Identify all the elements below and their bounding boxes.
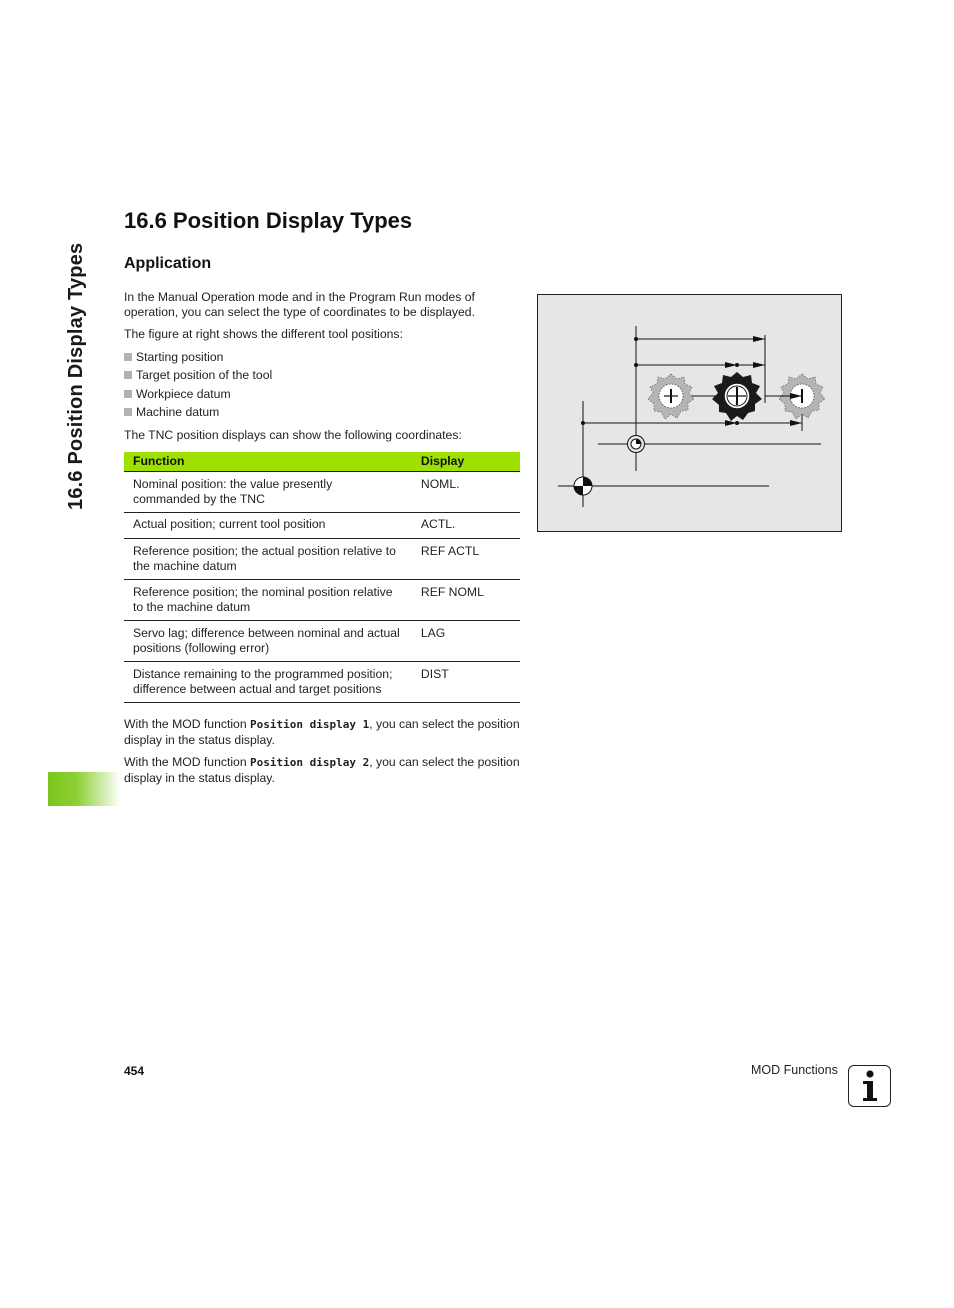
- table-row: Reference position; the actual position …: [124, 538, 520, 580]
- table-row: Distance remaining to the programmed pos…: [124, 661, 520, 703]
- mod-note-1: With the MOD function Position display 1…: [124, 717, 520, 747]
- side-tab-title: 16.6 Position Display Types: [65, 242, 87, 510]
- page-number: 454: [124, 1064, 145, 1078]
- bullet-square-icon: [124, 408, 132, 417]
- display-cell: LAG: [410, 620, 520, 662]
- mod-note-2: With the MOD function Position display 2…: [124, 755, 520, 785]
- intro-paragraph: In the Manual Operation mode and in the …: [124, 290, 475, 319]
- function-cell: Distance remaining to the programmed pos…: [124, 661, 411, 703]
- machine-datum-icon: [573, 476, 593, 496]
- column-header-display: Display: [410, 452, 520, 472]
- list-item: Machine datum: [124, 405, 520, 420]
- actual-position-tool-icon: [712, 372, 762, 421]
- display-cell: REF ACTL: [410, 538, 520, 580]
- chapter-name: MOD Functions: [751, 1063, 838, 1077]
- table-row: Actual position; current tool position A…: [124, 512, 520, 539]
- function-cell: Servo lag; difference between nominal an…: [124, 620, 411, 662]
- bullet-square-icon: [124, 371, 132, 380]
- function-cell: Reference position; the nominal position…: [124, 579, 411, 621]
- table-header-row: Function Display: [124, 452, 520, 472]
- workpiece-datum-icon: [627, 435, 645, 453]
- tool-positions-list: Starting position Target position of the…: [124, 350, 520, 420]
- mod-notes: With the MOD function Position display 1…: [124, 717, 520, 785]
- bullet-square-icon: [124, 352, 132, 361]
- starting-position-tool-icon: [647, 373, 695, 420]
- info-icon: [848, 1065, 891, 1107]
- table-row: Reference position; the nominal position…: [124, 579, 520, 621]
- mod-function-code: Position display 1: [249, 718, 370, 731]
- function-cell: Actual position; current tool position: [124, 512, 411, 539]
- list-item: Target position of the tool: [124, 368, 520, 383]
- list-item: Workpiece datum: [124, 387, 520, 402]
- function-cell: Reference position; the actual position …: [124, 538, 411, 580]
- figure-reference-paragraph: The figure at right shows the different …: [124, 327, 403, 341]
- display-cell: REF NOML: [410, 579, 520, 621]
- bullet-square-icon: [124, 389, 132, 398]
- list-item: Starting position: [124, 350, 520, 365]
- mod-function-code: Position display 2: [249, 756, 370, 769]
- section-title: 16.6 Position Display Types: [124, 208, 413, 233]
- table-row: Nominal position: the value presently co…: [124, 471, 520, 513]
- body-content: In the Manual Operation mode and in the …: [124, 290, 520, 793]
- position-display-table: Function Display Nominal position: the v…: [124, 452, 520, 703]
- subsection-heading: Application: [124, 255, 212, 272]
- table-intro-paragraph: The TNC position displays can show the f…: [124, 427, 462, 442]
- column-header-function: Function: [124, 452, 411, 472]
- display-cell: DIST: [410, 661, 520, 703]
- table-row: Servo lag; difference between nominal an…: [124, 620, 520, 662]
- tool-positions-figure: [537, 294, 842, 532]
- display-cell: NOML.: [410, 471, 520, 513]
- function-cell: Nominal position: the value presently co…: [124, 471, 411, 513]
- side-tab-marker: [48, 772, 120, 806]
- display-cell: ACTL.: [410, 512, 520, 539]
